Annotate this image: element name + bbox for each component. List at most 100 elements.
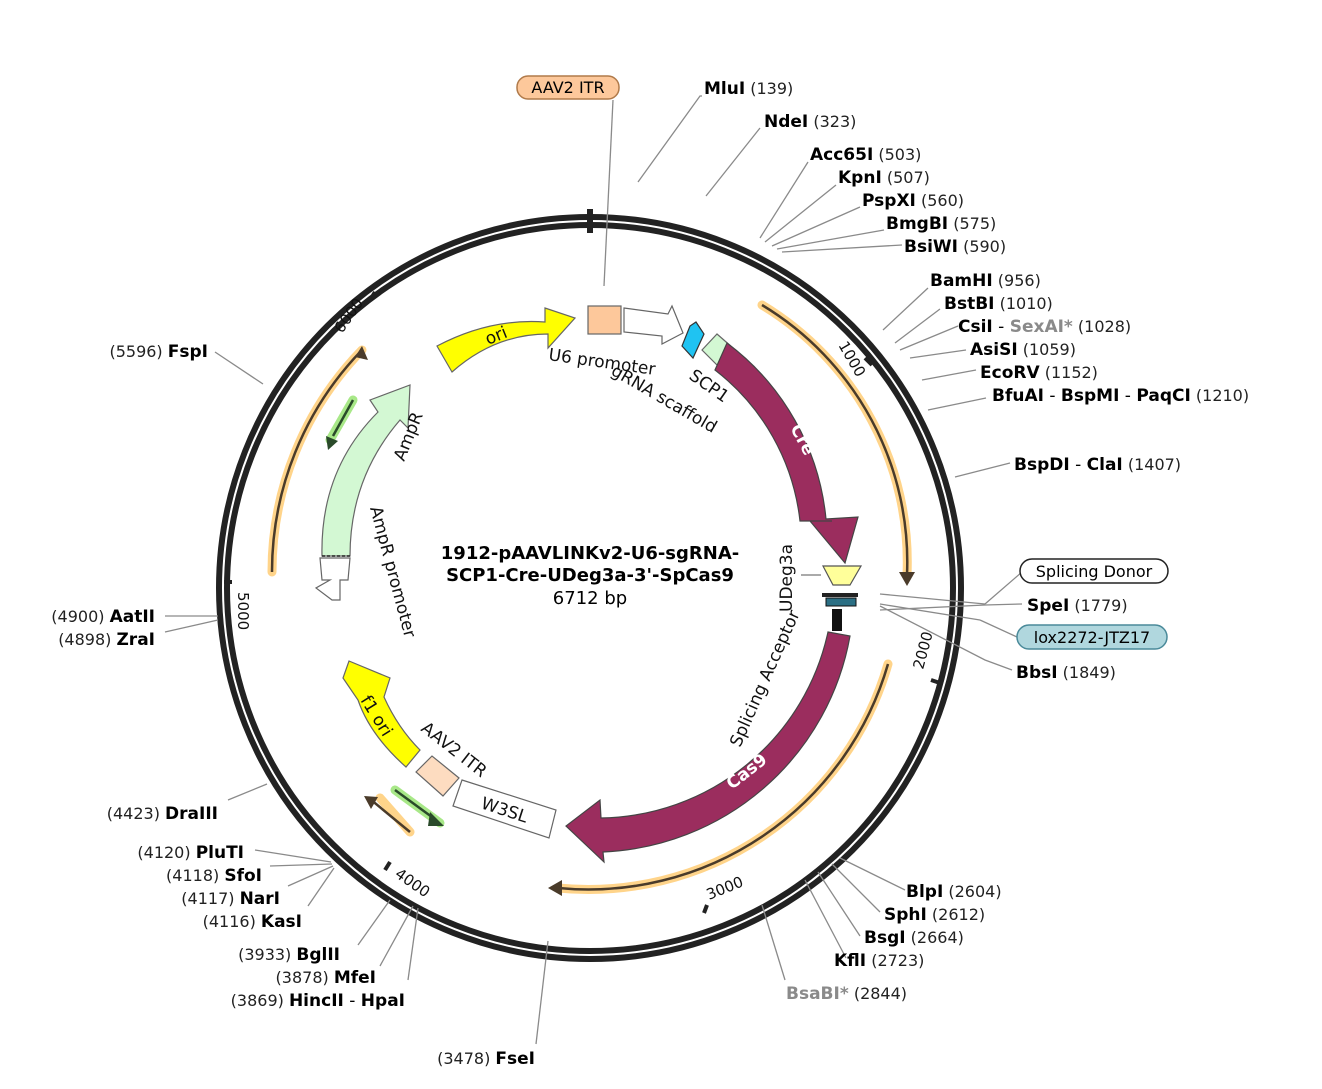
site-pos-zrai: (4898)	[58, 630, 116, 649]
site-pos-pluti: (4120)	[137, 843, 195, 862]
boxed-labels: AAV2 ITR Splicing Donor lox2272-JTZ17	[516, 75, 1169, 650]
site-label-aatii: (4900) AatII	[51, 607, 155, 627]
orf-arcs	[267, 300, 915, 896]
site-name-bspdi-1: -	[1070, 455, 1087, 475]
site-label-sfoi: (4118) SfoI	[166, 866, 262, 886]
site-pos-ndei: (323)	[808, 112, 856, 131]
site-name-ndei-0: NdeI	[764, 112, 808, 132]
tick-6000	[368, 290, 377, 302]
site-leaders	[164, 95, 1023, 1045]
tick-1000	[863, 356, 874, 367]
site-label-sphi: SphI (2612)	[884, 905, 985, 925]
site-pos-asisi: (1059)	[1018, 340, 1076, 359]
splicing-donor-box	[1019, 558, 1169, 584]
site-name-ecorv-0: EcoRV	[980, 363, 1040, 383]
site-labels: MluI (139)NdeI (323)Acc65I (503)KpnI (50…	[51, 79, 1249, 1069]
tick-label-3000: 3000	[704, 873, 746, 904]
site-name-bfuai-3: -	[1119, 386, 1136, 406]
site-pos-draiii: (4423)	[107, 804, 165, 823]
site-name-asisi-0: AsiSI	[970, 340, 1018, 360]
site-pos-kfli: (2723)	[866, 951, 924, 970]
tick-4000	[383, 860, 392, 872]
site-pos-mfei: (3878)	[276, 968, 334, 987]
site-name-bsabi-0: BsaBI*	[786, 984, 849, 1004]
site-label-csii: CsiI - SexAI* (1028)	[958, 317, 1131, 337]
site-pos-ecorv: (1152)	[1040, 363, 1098, 382]
site-name-hincii-1: -	[344, 991, 361, 1011]
site-name-aatii-0: AatII	[110, 607, 155, 627]
f1-ori-feature	[342, 660, 421, 768]
w3sl-feature	[452, 779, 557, 839]
site-label-mlui: MluI (139)	[704, 79, 793, 99]
aav2-itr-top-text: AAV2 ITR	[531, 78, 604, 97]
site-name-csii-2: SexAI*	[1010, 317, 1073, 337]
site-pos-bsgi: (2664)	[906, 928, 964, 947]
tick-label-5000: 5000	[234, 592, 252, 630]
site-name-pspxi-0: PspXI	[862, 191, 916, 211]
site-name-csii-1: -	[993, 317, 1010, 337]
site-pos-kasi: (4116)	[203, 912, 261, 931]
site-name-nari-0: NarI	[240, 889, 280, 909]
site-label-pluti: (4120) PluTI	[137, 843, 244, 863]
site-label-bamhi: BamHI (956)	[930, 271, 1041, 291]
site-label-mfei: (3878) MfeI	[276, 968, 376, 988]
site-pos-sphi: (2612)	[927, 905, 985, 924]
site-name-csii-0: CsiI	[958, 317, 993, 337]
plasmid-length: 6712 bp	[553, 588, 627, 609]
site-name-acc65i-0: Acc65I	[810, 145, 873, 165]
site-pos-nari: (4117)	[181, 889, 239, 908]
site-label-bspdi: BspDI - ClaI (1407)	[1014, 455, 1181, 475]
site-label-spei: SpeI (1779)	[1027, 596, 1128, 616]
site-label-ecorv: EcoRV (1152)	[980, 363, 1098, 383]
site-label-fsei: (3478) FseI	[437, 1049, 535, 1069]
site-pos-sfoi: (4118)	[166, 866, 224, 885]
site-name-bstbi-0: BstBI	[944, 294, 995, 314]
grna-feature	[681, 321, 705, 360]
ampr-promoter-label: AmpR promoter	[365, 504, 419, 640]
splicing-donor-text: Splicing Donor	[1036, 562, 1153, 581]
site-pos-bfuai: (1210)	[1191, 386, 1249, 405]
site-name-kpni-0: KpnI	[838, 168, 882, 188]
site-pos-fsei: (3478)	[437, 1049, 495, 1068]
site-pos-bsiwi: (590)	[958, 237, 1006, 256]
site-name-kfli-0: KflI	[834, 951, 866, 971]
site-name-hincii-2: HpaI	[361, 991, 405, 1011]
u6-box	[587, 305, 622, 335]
site-label-hincii: (3869) HincII - HpaI	[231, 991, 405, 1011]
site-label-fspi: (5596) FspI	[109, 342, 208, 362]
splicing-donor-mark	[822, 593, 858, 597]
site-name-bglii-0: BglII	[296, 945, 340, 965]
title-block: 1912-pAAVLINKv2-U6-sgRNA- SCP1-Cre-UDeg3…	[441, 543, 739, 609]
site-label-kfli: KflI (2723)	[834, 951, 924, 971]
site-name-zrai-0: ZraI	[116, 630, 155, 650]
tick-2000	[930, 678, 941, 685]
site-name-fsei-0: FseI	[495, 1049, 535, 1069]
site-name-fspi-0: FspI	[168, 342, 208, 362]
site-pos-csii: (1028)	[1073, 317, 1131, 336]
site-name-kasi-0: KasI	[261, 912, 302, 932]
site-name-bfuai-1: -	[1044, 386, 1061, 406]
lox-mark	[825, 597, 857, 607]
site-name-draiii-0: DraIII	[165, 804, 218, 824]
site-label-bfuai: BfuAI - BspMI - PaqCI (1210)	[992, 386, 1249, 406]
title-line-2: SCP1-Cre-UDeg3a-3'-SpCas9	[446, 565, 734, 586]
lox2272-box	[1016, 624, 1168, 650]
site-label-kasi: (4116) KasI	[203, 912, 302, 932]
site-pos-bbsi: (1849)	[1058, 663, 1116, 682]
site-name-bsgi-0: BsgI	[864, 928, 906, 948]
cas9-feature	[565, 631, 851, 864]
site-pos-pspxi: (560)	[916, 191, 964, 210]
site-pos-aatii: (4900)	[51, 607, 109, 626]
site-pos-fspi: (5596)	[109, 342, 167, 361]
site-label-bsiwi: BsiWI (590)	[904, 237, 1006, 257]
site-label-zrai: (4898) ZraI	[58, 630, 155, 650]
site-pos-bstbi: (1010)	[995, 294, 1053, 313]
splicing-acceptor-mark	[832, 609, 842, 631]
site-pos-spei: (1779)	[1069, 596, 1127, 615]
site-pos-bspdi: (1407)	[1123, 455, 1181, 474]
site-pos-acc65i: (503)	[873, 145, 921, 164]
title-line-1: 1912-pAAVLINKv2-U6-sgRNA-	[441, 543, 739, 564]
site-name-blpi-0: BlpI	[906, 882, 943, 902]
site-label-bmgbi: BmgBI (575)	[886, 214, 996, 234]
